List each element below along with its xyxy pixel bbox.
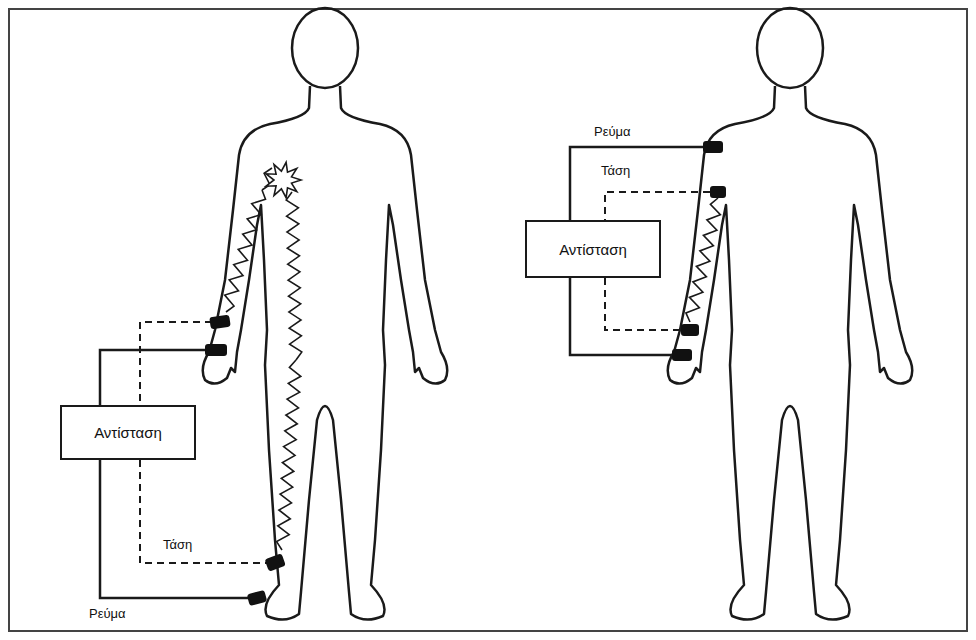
body-outline [203,8,448,620]
current-wire [100,350,252,598]
box-label: Αντίσταση [94,424,162,441]
quantity-label: Ρεύμα [591,124,634,139]
quantity-label: Ρεύμα [86,606,129,621]
current-zigzag [277,360,301,550]
current-zigzag [225,190,266,312]
box-label: Αντίσταση [559,241,627,258]
quantity-label: Τάση [598,163,633,178]
resistance-box: Αντίσταση [525,220,661,278]
current-zigzag [286,192,302,360]
resistance-box: Αντίσταση [60,405,196,460]
electrode [672,141,726,361]
electrode [205,315,286,606]
current-path [225,162,721,550]
current-zigzag [686,198,721,322]
frame [9,9,967,631]
quantity-label: Τάση [160,537,195,552]
body-outline [668,8,913,620]
heart-burst [266,162,301,197]
